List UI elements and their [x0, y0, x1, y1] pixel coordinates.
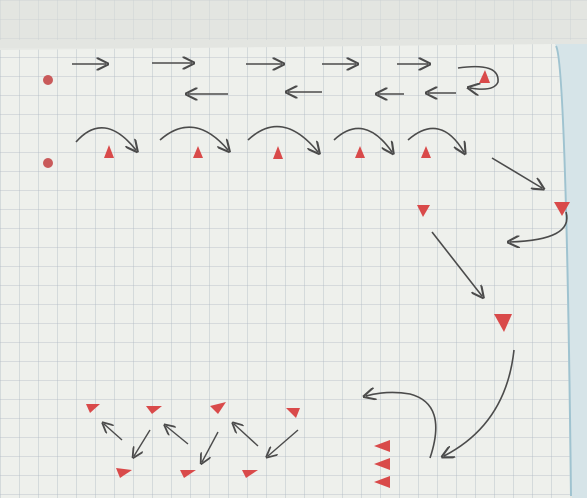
diagonal-arrow-upper — [491, 157, 542, 188]
zigzag-arrows — [104, 424, 299, 462]
stacked-cones — [374, 440, 390, 488]
cone-right-1 — [417, 205, 430, 217]
row3-cones — [104, 145, 431, 159]
row3-jump-arcs — [75, 125, 464, 152]
bottom-lower-cones — [116, 468, 258, 478]
margin-dot-middle — [43, 158, 53, 168]
long-curve-arrow — [444, 349, 515, 456]
cone-row1-turn — [479, 70, 490, 83]
curve-arrow-right — [510, 211, 568, 242]
cone-right-2 — [554, 202, 570, 216]
margin-dot-top — [43, 75, 53, 85]
bottom-top-cones — [86, 402, 300, 418]
row1-turn-arrow — [457, 65, 499, 90]
hook-arrow-bottom — [366, 392, 437, 459]
page-binding — [555, 44, 587, 498]
row1-right-arrows — [72, 63, 428, 64]
diagonal-arrow-middle — [431, 231, 482, 296]
row2-left-arrows — [188, 92, 456, 94]
cone-right-3 — [494, 314, 512, 332]
